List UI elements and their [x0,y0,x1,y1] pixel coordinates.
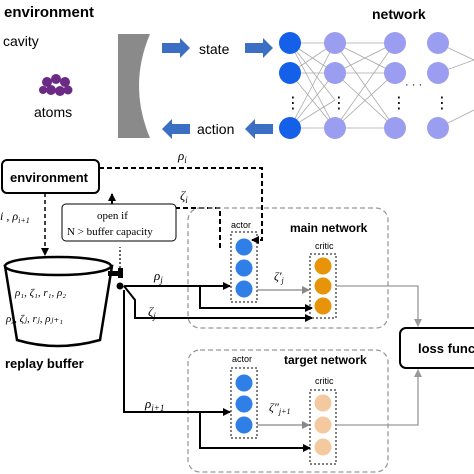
input-node [279,62,301,84]
hidden-node [384,32,406,54]
actor-target-node [235,416,253,434]
actor-main-node [235,238,253,256]
actor-target-node [235,395,253,413]
atoms-label: atoms [34,104,72,120]
network-title: network [372,6,426,22]
actor-main-node [235,259,253,277]
cavity-mirror [118,34,150,138]
hidden-node [384,117,406,139]
state-arrow-right [245,38,273,58]
replay-buffer-label: replay buffer [5,356,84,371]
input-node [279,32,301,54]
actor-target-node [235,374,253,392]
actor-main-node [235,280,253,298]
left-edge-label: i , ρi+1 [0,209,30,225]
atoms-cluster-icon [39,74,73,96]
environment-title: environment [4,4,94,21]
action-label: action [197,121,234,137]
actor-target-column [230,367,258,439]
critic-target-node [314,394,332,412]
critic-target-to-loss [336,369,422,426]
main-network-title: main network [290,221,368,235]
zeta-dprime-label: ζ″j+1 [269,400,290,416]
critic-target-column [309,389,337,465]
loss-function-label: loss func [418,341,474,356]
main-network-box [187,207,389,329]
hidden-node [384,62,406,84]
hidden-node [427,32,449,54]
critic-target-label: critic [315,376,334,386]
critic-main-label: critic [315,241,334,251]
actor-target-label: actor [232,354,252,364]
replay-buffer-bucket [3,255,114,348]
zeta-i-dashed-path [108,193,221,248]
hidden-node [427,117,449,139]
state-label: state [199,41,230,57]
hidden-layer-dots-3: ⋮ [434,95,450,112]
hidden-layer-dots-2: ⋮ [391,95,407,112]
buffer-flow-arrows [123,282,313,452]
open-if-line2: N > buffer capacity [67,226,153,238]
critic-main-node [314,297,332,315]
actor-main-label: actor [231,220,251,230]
open-if-line1: open if [97,210,128,222]
input-node [279,117,301,139]
rho-i-label: ρi [177,148,187,165]
cavity-label: cavity [3,33,39,49]
target-network-title: target network [284,353,367,367]
zeta-prime-label: ζ′j [274,269,284,285]
hidden-node [324,32,346,54]
loss-function-box [399,327,474,369]
open-if-box [61,203,177,242]
input-layer-dots: ⋮ [285,95,301,112]
action-arrow-left [162,119,190,139]
state-arrow-left [162,38,190,58]
actor-main-column [230,231,258,303]
input-layer-nodes [279,32,301,139]
buffer-row-2: ρⱼ, ζⱼ, rⱼ, ρⱼ₊₁ [5,313,63,325]
hidden-node [427,62,449,84]
environment-box [1,159,100,194]
critic-target-node [314,416,332,434]
hidden-layer-dots-1: ⋮ [331,95,347,112]
hidden-node [324,62,346,84]
action-arrow-right [245,119,273,139]
layers-ellipsis: · · · [405,79,422,91]
rho-j1-label: ρj+1 [144,396,164,413]
rho-j-label: ρj [153,268,163,285]
hidden-layer-nodes [324,32,449,139]
environment-box-label: environment [10,170,89,185]
zeta-i-label: ζi [180,188,188,205]
valve-icon[interactable] [108,268,124,290]
critic-main-node [314,277,332,295]
buffer-row-1: ρ₁, ζ₁, r₁, ρ₂ [14,287,66,299]
hidden-node [324,117,346,139]
zeta-j-label: ζj [148,304,156,321]
critic-main-to-loss [336,285,422,327]
critic-main-node [314,257,332,275]
network-connections [289,42,474,129]
critic-target-node [314,438,332,456]
